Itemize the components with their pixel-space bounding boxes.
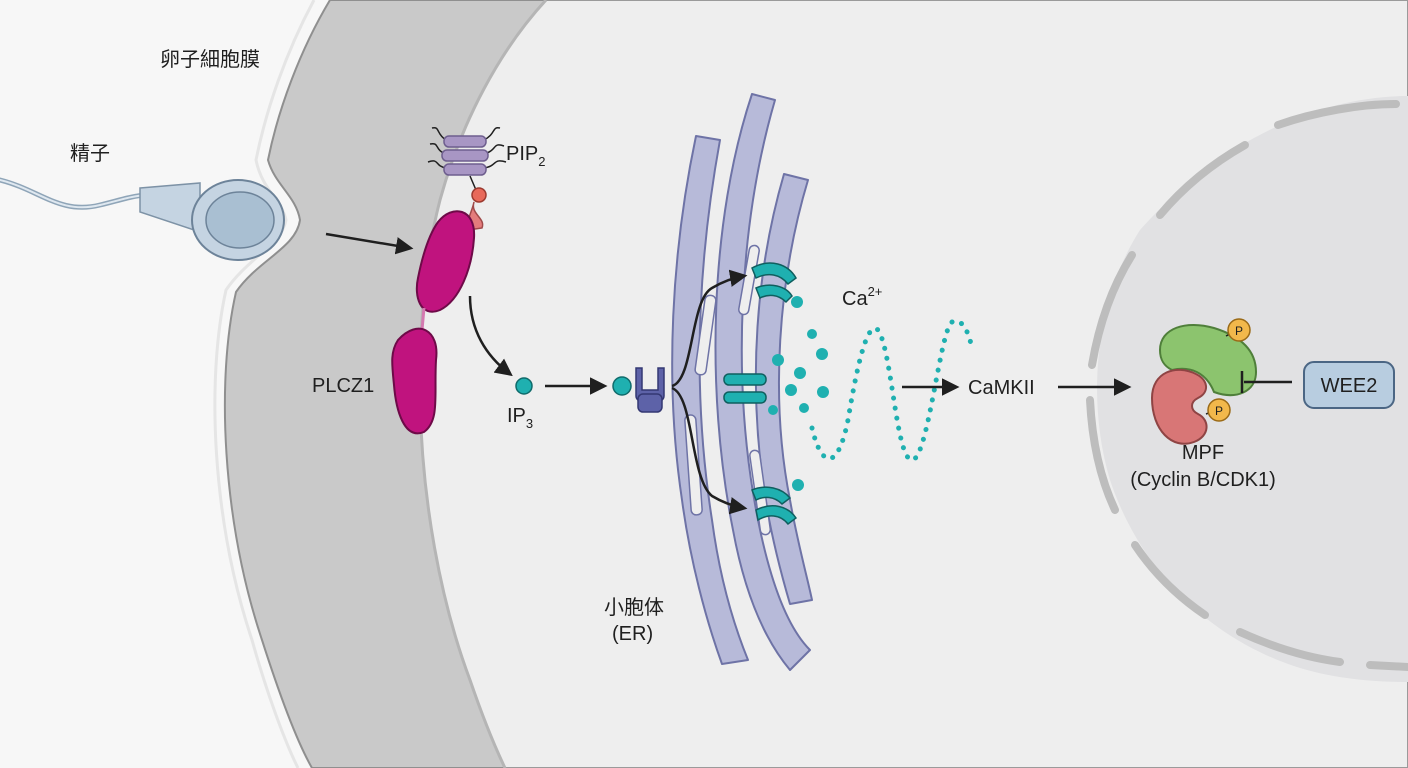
phospho-label-cyclin: P (1235, 324, 1243, 338)
pip2-layer-1 (443, 135, 487, 148)
calcium-channel-upper (751, 262, 797, 304)
calcium-ions (768, 296, 829, 491)
nucleus-body (1097, 96, 1408, 682)
arrows (325, 232, 1292, 515)
sperm-midpiece (139, 182, 201, 234)
wee2-box (1303, 361, 1395, 409)
labels: 卵子細胞膜 精子 PIP2 PLCZ1 IP3 Ca2+ CaMKII 小胞体 … (70, 47, 1276, 645)
er-label-name: 小胞体 (604, 595, 664, 619)
arrow-receptor-upper (671, 269, 748, 388)
plcz1-domain-upper (415, 210, 476, 313)
pip2-layer-3 (443, 163, 487, 176)
sperm-cell (0, 177, 285, 261)
ip3-receptor (612, 367, 665, 413)
mpf-complex: P P (1150, 318, 1258, 445)
phospho-badge-cyclin (1227, 318, 1251, 342)
ip3-molecule (515, 377, 533, 395)
wee2-label: WEE2 (1321, 375, 1378, 397)
camkii-label: CaMKII (968, 377, 1035, 399)
ip3-label: IP3 (507, 405, 533, 431)
calcium-channels (723, 262, 798, 526)
er-label-abbrev: (ER) (612, 623, 653, 645)
ip3-bound (612, 376, 632, 396)
wee2-kinase: WEE2 (1303, 361, 1395, 409)
plcz1-enzyme (391, 210, 476, 435)
calcium-channel-lower (751, 486, 798, 526)
nuclear-envelope-segments (1086, 100, 1408, 671)
mpf-label-detail: (Cyclin B/CDK1) (1130, 469, 1276, 491)
plcz1-domain-lower (391, 327, 438, 435)
sperm-label: 精子 (70, 141, 110, 165)
egg-membrane-highlight (213, 0, 316, 768)
egg-membrane-label: 卵子細胞膜 (160, 47, 260, 71)
pip2-head-group (471, 187, 487, 203)
arrow-sperm-to-plcz1 (325, 232, 414, 255)
mpf-label-name: MPF (1182, 442, 1224, 464)
plcz1-label: PLCZ1 (312, 375, 374, 397)
calcium-label: Ca2+ (842, 284, 882, 310)
er-cisterna-2 (714, 93, 811, 671)
arrow-pip2-to-ip3 (468, 295, 513, 377)
sperm-nucleus (205, 191, 275, 249)
pip2-label: PIP2 (506, 143, 545, 169)
nucleus (1086, 96, 1408, 682)
cdk1 (1150, 369, 1208, 445)
plcz1-linker (420, 307, 426, 331)
pip2-complex (427, 126, 507, 231)
arrow-receptor-lower (671, 386, 748, 515)
phospho-label-cdk1: P (1215, 404, 1223, 418)
calcium-channel-middle (723, 373, 767, 404)
pip2-layer-2 (441, 149, 489, 162)
calcium-oscillation-wave (809, 318, 975, 463)
phospho-badge-cdk1 (1207, 398, 1231, 422)
